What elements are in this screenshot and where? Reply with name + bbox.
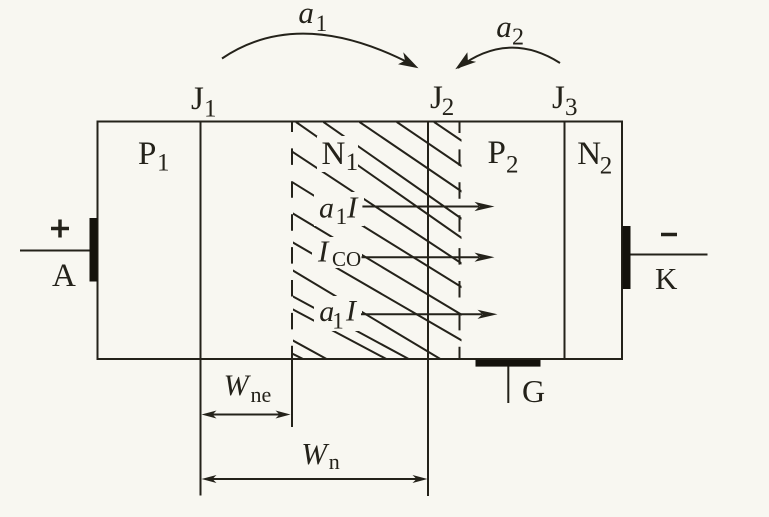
svg-text:P: P — [138, 136, 156, 172]
svg-text:K: K — [655, 261, 678, 296]
svg-text:P: P — [488, 135, 506, 171]
svg-text:W: W — [224, 369, 252, 402]
svg-text:1: 1 — [332, 309, 344, 334]
svg-text:1: 1 — [316, 11, 328, 36]
svg-text:I: I — [317, 234, 330, 269]
svg-text:2: 2 — [506, 152, 519, 179]
svg-text:N: N — [322, 136, 346, 172]
svg-text:2: 2 — [600, 153, 613, 180]
svg-text:3: 3 — [565, 94, 578, 121]
svg-text:W: W — [301, 436, 330, 471]
svg-text:J: J — [552, 80, 565, 116]
svg-text:A: A — [52, 258, 76, 294]
svg-text:CO: CO — [332, 247, 361, 271]
svg-text:J: J — [191, 81, 204, 117]
svg-text:J: J — [430, 80, 443, 116]
svg-text:2: 2 — [512, 25, 524, 51]
svg-text:G: G — [522, 373, 545, 409]
svg-text:1: 1 — [346, 149, 359, 176]
svg-text:a: a — [319, 295, 334, 328]
svg-text:I: I — [345, 295, 358, 328]
svg-text:N: N — [577, 136, 601, 172]
svg-text:n: n — [329, 449, 340, 474]
svg-text:I: I — [346, 190, 359, 225]
svg-text:a: a — [496, 9, 512, 44]
svg-text:a: a — [298, 0, 314, 30]
svg-text:ne: ne — [251, 382, 272, 407]
svg-text:a: a — [319, 192, 334, 225]
svg-text:1: 1 — [336, 204, 348, 229]
svg-text:1: 1 — [204, 96, 217, 123]
svg-text:1: 1 — [157, 150, 170, 177]
svg-text:2: 2 — [442, 94, 455, 121]
